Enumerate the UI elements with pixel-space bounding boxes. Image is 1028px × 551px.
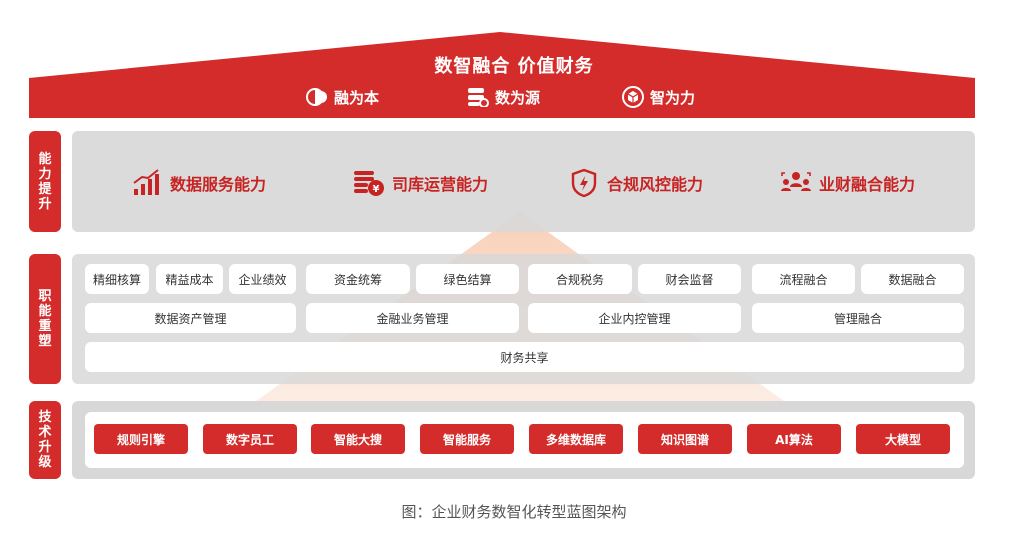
technology-item: 大模型	[856, 424, 950, 454]
pillar-label: 融为本	[334, 88, 380, 107]
function-group: 管理融合	[752, 303, 964, 333]
function-item: 精细核算	[85, 264, 149, 294]
function-group: 企业内控管理	[528, 303, 741, 333]
cube-icon	[622, 86, 644, 108]
function-shared: 财务共享	[85, 342, 964, 372]
function-item: 绿色结算	[416, 264, 519, 294]
capability-label: 数据服务能力	[170, 175, 267, 194]
roof-title: 数智融合 价值财务	[434, 56, 594, 77]
technology-item: 规则引擎	[94, 424, 188, 454]
capability-panel	[72, 131, 975, 232]
function-item: 财会监督	[638, 264, 741, 294]
side-label-capability: 能力提升	[29, 131, 61, 232]
technology-item: 数字员工	[203, 424, 297, 454]
side-label-technology: 技术升级	[29, 401, 61, 479]
half-circle-icon	[306, 86, 328, 108]
function-group: 数据资产管理	[85, 303, 296, 333]
capability-label: 合规风控能力	[607, 175, 704, 194]
technology-item: 智能服务	[420, 424, 514, 454]
capability-integration: 业财融合能力	[779, 168, 915, 198]
bar-chart-icon	[130, 168, 164, 198]
technology-item: 多维数据库	[529, 424, 623, 454]
capability-label: 业财融合能力	[819, 175, 916, 194]
function-item: 合规税务	[528, 264, 632, 294]
team-icon	[779, 168, 813, 198]
function-item: 精益成本	[156, 264, 223, 294]
technology-item: 知识图谱	[638, 424, 732, 454]
capability-data-service: 数据服务能力	[130, 168, 266, 198]
function-item: 企业绩效	[229, 264, 296, 294]
pillar-2: 数为源	[467, 86, 540, 108]
capability-treasury: ¥ 司库运营能力	[352, 168, 488, 198]
roof-banner	[29, 32, 975, 118]
technology-item: 智能大搜	[311, 424, 405, 454]
database-icon	[467, 86, 489, 108]
pillar-label: 智为力	[650, 88, 696, 107]
figure-caption: 图：企业财务数智化转型蓝图架构	[401, 503, 627, 521]
coin-stack-icon: ¥	[352, 168, 386, 198]
technology-item: AI算法	[747, 424, 841, 454]
function-group: 金融业务管理	[306, 303, 519, 333]
side-label-function: 职能重塑	[29, 254, 61, 384]
function-item: 数据融合	[861, 264, 964, 294]
shield-icon	[567, 168, 601, 198]
svg-text:¥: ¥	[373, 184, 380, 195]
pillar-label: 数为源	[495, 88, 541, 107]
pillar-1: 融为本	[306, 86, 379, 108]
capability-label: 司库运营能力	[392, 175, 489, 194]
function-item: 流程融合	[752, 264, 855, 294]
pillar-3: 智为力	[622, 86, 695, 108]
function-item: 资金统筹	[306, 264, 410, 294]
capability-compliance: 合规风控能力	[567, 168, 703, 198]
